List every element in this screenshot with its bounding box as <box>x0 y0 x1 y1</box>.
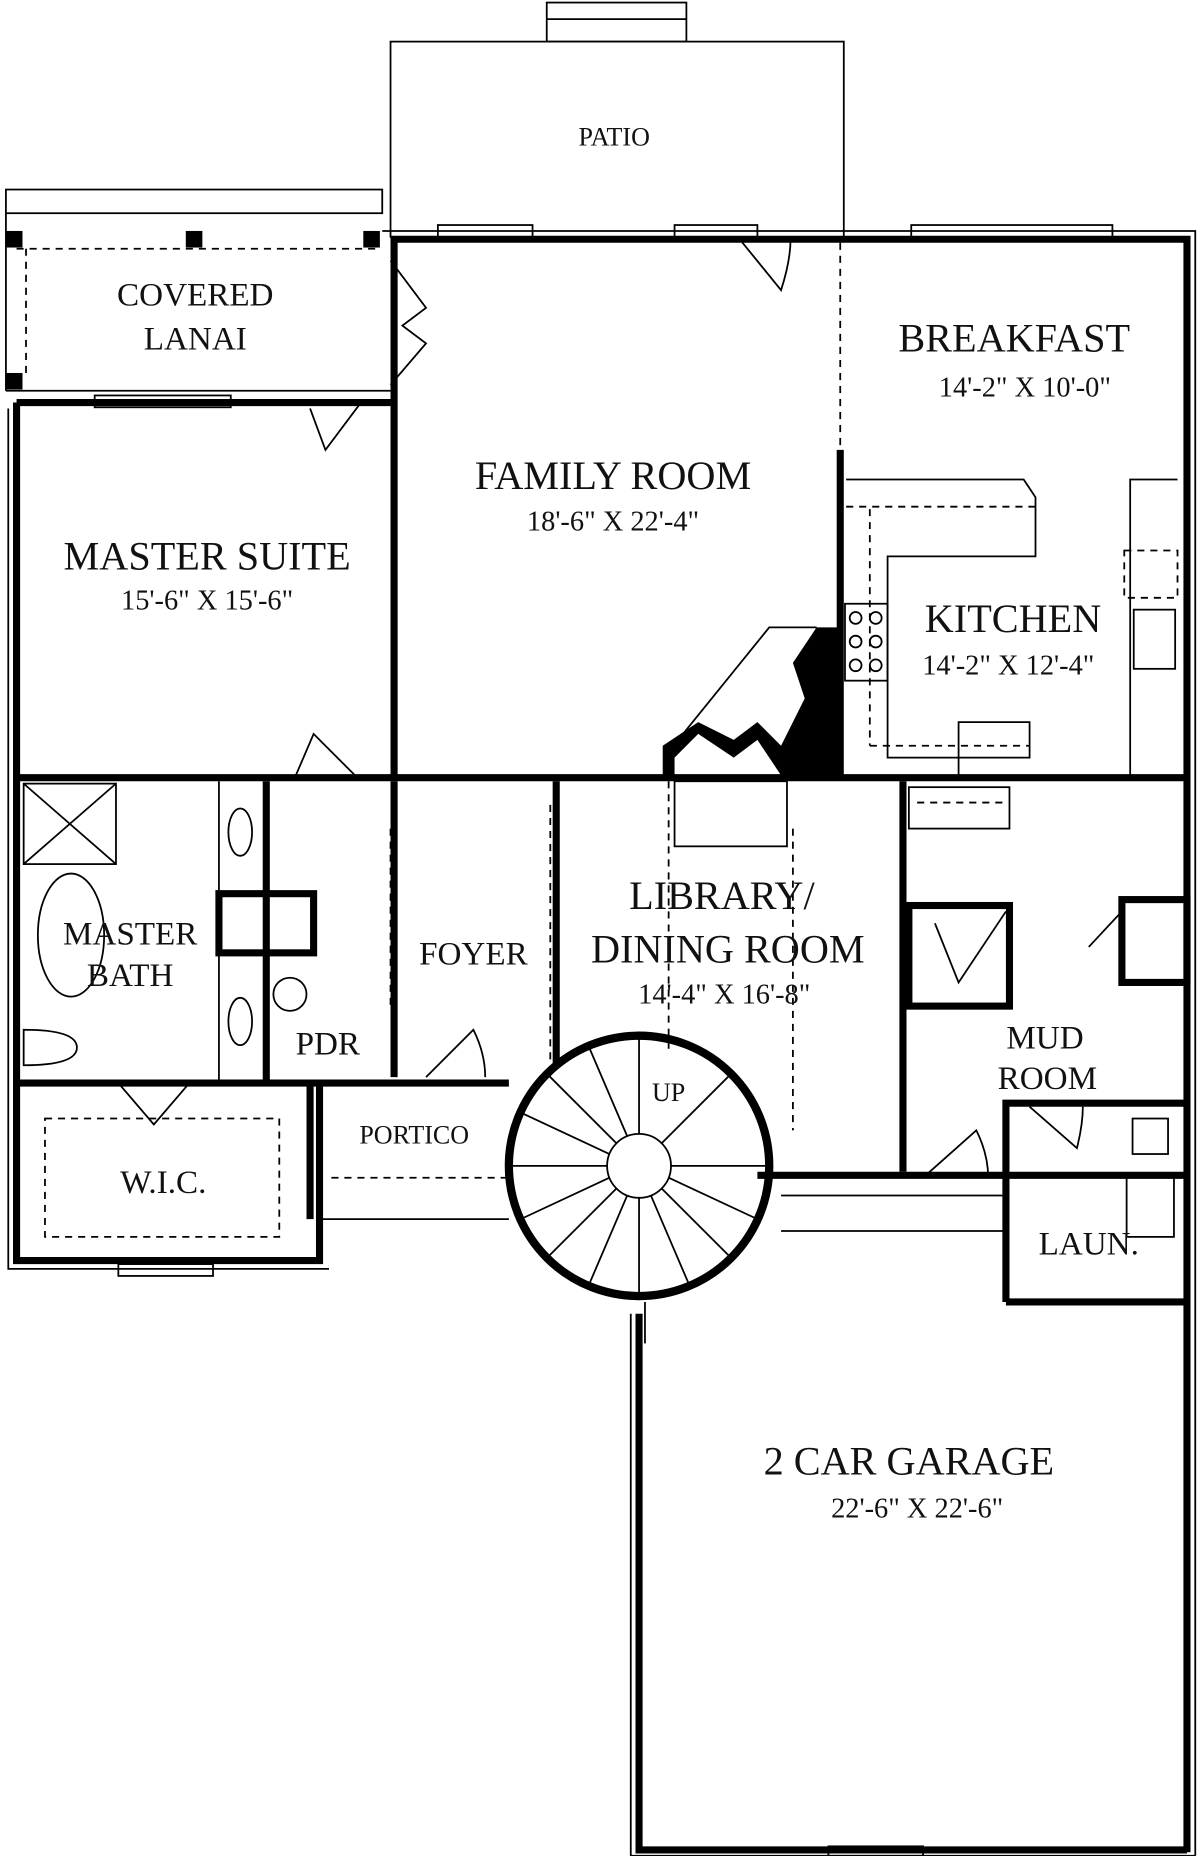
room-label-master-bath-1: MASTER <box>63 916 198 953</box>
spiral-staircase <box>504 1031 774 1344</box>
covered-lanai <box>5 188 391 392</box>
room-size-garage: 22'-6" X 22'-6" <box>831 1493 1003 1524</box>
room-size-breakfast: 14'-2" X 10'-0" <box>939 373 1111 404</box>
room-label-covered-lanai-2: LANAI <box>144 320 247 357</box>
room-label-library-1: LIBRARY/ <box>629 873 815 918</box>
room-label-laundry: LAUN. <box>1039 1226 1139 1263</box>
room-label-family-room: FAMILY ROOM <box>475 453 751 498</box>
room-size-family-room: 18'-6" X 22'-4" <box>527 506 699 537</box>
patio <box>389 1 845 238</box>
room-size-kitchen: 14'-2" X 12'-4" <box>922 651 1094 682</box>
room-size-library: 14'-4" X 16'-8" <box>638 980 810 1011</box>
room-label-patio: PATIO <box>579 123 650 152</box>
room-label-mud-room-2: ROOM <box>998 1060 1097 1097</box>
room-label-portico: PORTICO <box>359 1120 469 1149</box>
room-label-foyer: FOYER <box>419 936 529 973</box>
room-label-mud-room-1: MUD <box>1006 1020 1083 1057</box>
room-label-kitchen: KITCHEN <box>925 596 1102 641</box>
stair-label-up: UP <box>652 1078 685 1107</box>
doors <box>117 238 1123 1179</box>
interior-walls <box>16 239 1191 1306</box>
room-label-garage: 2 CAR GARAGE <box>764 1439 1055 1484</box>
room-label-covered-lanai-1: COVERED <box>117 277 273 314</box>
room-label-pdr: PDR <box>296 1026 361 1063</box>
room-label-breakfast: BREAKFAST <box>898 316 1130 361</box>
room-size-master-suite: 15'-6" X 15'-6" <box>121 586 293 617</box>
room-label-wic: W.I.C. <box>120 1164 206 1201</box>
room-label-master-suite: MASTER SUITE <box>64 533 351 578</box>
room-label-library-2: DINING ROOM <box>591 926 865 971</box>
room-label-master-bath-2: BATH <box>87 957 174 994</box>
